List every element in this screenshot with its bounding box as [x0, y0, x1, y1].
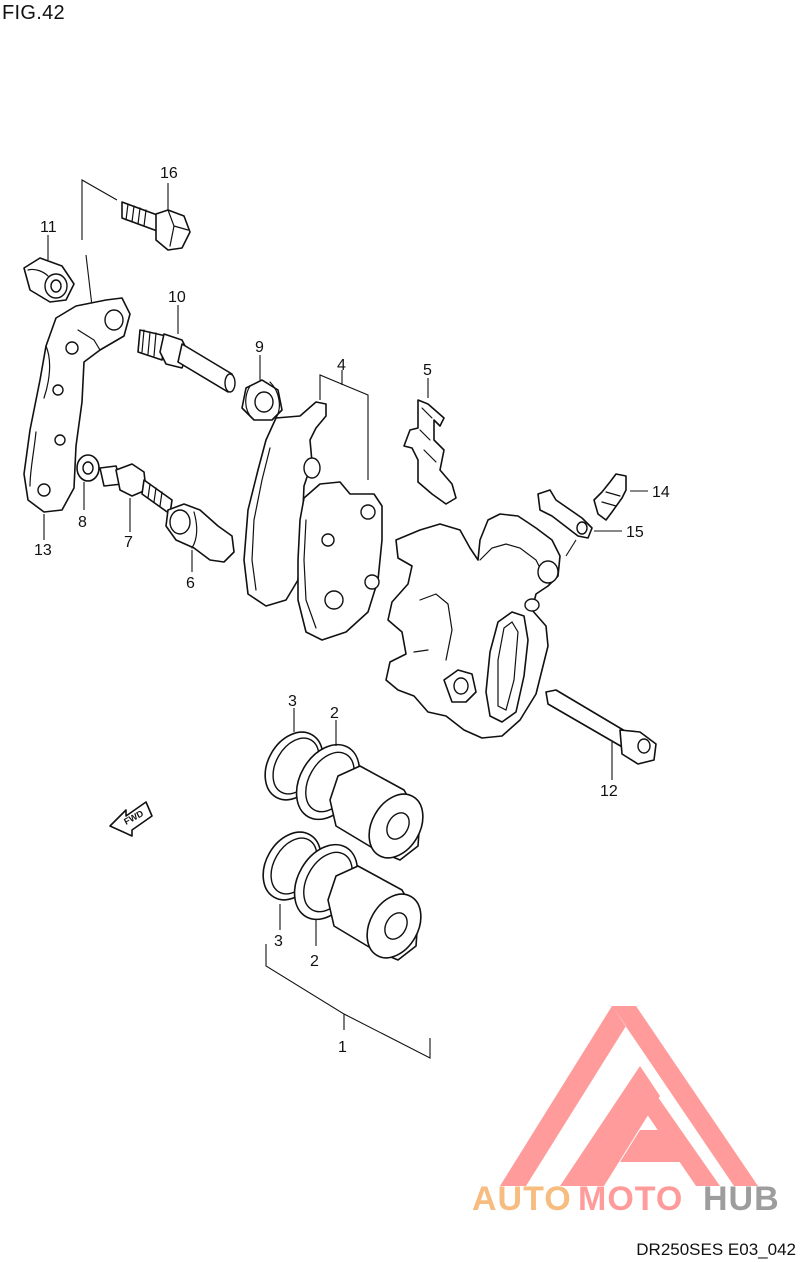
part-16-bolt [121, 201, 191, 251]
piston-b [327, 865, 422, 961]
callout-3-bottom: 3 [274, 933, 283, 950]
watermark-moto: MOTO [578, 1180, 683, 1218]
callout-1: 1 [338, 1039, 347, 1056]
part-10-slide-pin [137, 329, 236, 393]
part-11-collar [23, 257, 75, 303]
callout-2-bottom: 2 [310, 953, 319, 970]
part-9-boot [241, 379, 283, 421]
callout-13: 13 [34, 542, 52, 559]
part-5-pad-spring [403, 399, 457, 505]
part-15-bleeder-cap [537, 489, 593, 539]
figure-code: DR250SES E03_042 [636, 1240, 796, 1259]
part-8-washer [76, 454, 100, 482]
callout-8: 8 [78, 514, 87, 531]
watermark-hub: HUB [703, 1180, 780, 1218]
part-7-stud [99, 463, 173, 515]
callout-2-top: 2 [330, 705, 339, 722]
watermark-auto: AUTO [472, 1180, 572, 1218]
figure-title: FIG.42 [2, 2, 65, 24]
callout-10: 10 [168, 289, 186, 306]
callout-14: 14 [652, 484, 670, 501]
callout-12: 12 [600, 783, 618, 800]
callout-7: 7 [124, 534, 133, 551]
part-4-brake-pads [243, 401, 383, 641]
callout-5: 5 [423, 362, 432, 379]
caliper-body [385, 513, 561, 739]
callout-15: 15 [626, 524, 644, 541]
callout-16: 16 [160, 165, 178, 182]
piston-a [329, 765, 424, 861]
callout-4: 4 [337, 357, 346, 374]
automotohub-watermark: AUTO MOTO HUB [472, 1006, 780, 1218]
part-13-bracket [23, 297, 131, 513]
callout-6: 6 [186, 575, 195, 592]
part-12-slide-pin [545, 689, 657, 765]
callout-11: 11 [40, 219, 57, 236]
callout-9: 9 [255, 339, 264, 356]
part-6-sleeve [165, 503, 235, 563]
part-14-bleeder-valve [593, 473, 627, 521]
callout-3-top: 3 [288, 693, 297, 710]
fwd-arrow-icon: FWD [109, 801, 153, 837]
